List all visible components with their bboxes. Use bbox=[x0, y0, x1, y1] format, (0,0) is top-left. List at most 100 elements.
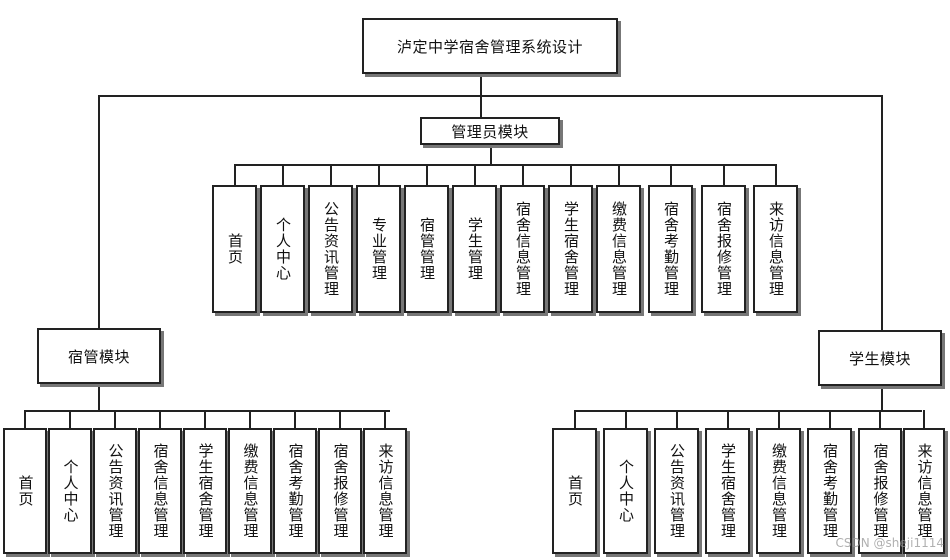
admin-item: 宿舍信息管理 bbox=[500, 185, 545, 313]
connector-line bbox=[69, 410, 71, 428]
connector-line bbox=[281, 164, 284, 185]
root-title: 泸定中学宿舍管理系统设计 bbox=[396, 37, 583, 56]
connector-line bbox=[480, 95, 482, 117]
admin-item: 宿管管理 bbox=[404, 185, 449, 313]
dorm-module-box: 宿管模块 bbox=[37, 328, 161, 384]
connector-line bbox=[294, 410, 296, 428]
student-item: 个人中心 bbox=[603, 428, 648, 554]
student-item: 缴费信息管理 bbox=[756, 428, 801, 554]
connector-line bbox=[675, 410, 678, 428]
connector-line bbox=[923, 410, 925, 428]
student-module-box: 学生模块 bbox=[818, 330, 942, 386]
connector-line bbox=[777, 410, 780, 428]
item-label: 首页 bbox=[566, 475, 584, 507]
item-label: 公告资讯管理 bbox=[322, 201, 340, 297]
connector-line bbox=[881, 95, 883, 330]
connector-line bbox=[233, 164, 236, 185]
item-label: 学生宿舍管理 bbox=[196, 443, 215, 539]
connector-line bbox=[114, 410, 116, 428]
connector-line bbox=[235, 164, 776, 166]
connector-line bbox=[329, 164, 332, 185]
item-label: 宿舍信息管理 bbox=[151, 443, 170, 539]
item-label: 宿舍信息管理 bbox=[514, 201, 532, 297]
student-item: 首页 bbox=[552, 428, 597, 554]
admin-item: 宿舍考勤管理 bbox=[648, 185, 693, 313]
item-label: 来访信息管理 bbox=[915, 443, 934, 539]
dorm-item: 来访信息管理 bbox=[363, 428, 407, 554]
dorm-item: 公告资讯管理 bbox=[93, 428, 137, 554]
admin-item: 首页 bbox=[212, 185, 257, 313]
connector-line bbox=[25, 410, 390, 412]
item-label: 公告资讯管理 bbox=[668, 443, 686, 539]
dorm-module-title: 宿管模块 bbox=[67, 347, 130, 366]
connector-line bbox=[575, 410, 922, 412]
item-label: 学生宿舍管理 bbox=[562, 201, 580, 297]
connector-line bbox=[569, 164, 572, 185]
dorm-item: 缴费信息管理 bbox=[228, 428, 272, 554]
item-label: 宿舍报修管理 bbox=[871, 443, 890, 539]
admin-module-box: 管理员模块 bbox=[420, 117, 560, 145]
connector-line bbox=[204, 410, 206, 428]
connector-line bbox=[249, 410, 251, 428]
item-label: 个人中心 bbox=[274, 217, 292, 281]
item-label: 宿管管理 bbox=[418, 217, 436, 281]
connector-line bbox=[521, 164, 524, 185]
item-label: 缴费信息管理 bbox=[770, 443, 788, 539]
connector-line bbox=[669, 164, 672, 185]
connector-line bbox=[98, 95, 882, 97]
admin-item: 宿舍报修管理 bbox=[701, 185, 746, 313]
dorm-item: 首页 bbox=[3, 428, 47, 554]
admin-item: 来访信息管理 bbox=[753, 185, 798, 313]
watermark-text: CSDN @sheji1114 bbox=[835, 536, 944, 550]
item-label: 缴费信息管理 bbox=[241, 443, 260, 539]
student-module-title: 学生模块 bbox=[848, 349, 911, 368]
dorm-item: 学生宿舍管理 bbox=[183, 428, 227, 554]
connector-line bbox=[339, 410, 341, 428]
connector-line bbox=[828, 410, 831, 428]
item-label: 缴费信息管理 bbox=[610, 201, 628, 297]
connector-line bbox=[490, 145, 492, 165]
item-label: 学生管理 bbox=[466, 217, 484, 281]
item-label: 个人中心 bbox=[61, 459, 80, 523]
item-label: 来访信息管理 bbox=[767, 201, 785, 297]
connector-line bbox=[879, 410, 881, 428]
item-label: 公告资讯管理 bbox=[106, 443, 125, 539]
connector-line bbox=[624, 410, 627, 428]
student-item: 公告资讯管理 bbox=[654, 428, 699, 554]
student-item: 学生宿舍管理 bbox=[705, 428, 750, 554]
connector-line bbox=[726, 410, 729, 428]
item-label: 宿舍考勤管理 bbox=[821, 443, 839, 539]
admin-item: 学生管理 bbox=[452, 185, 497, 313]
connector-line bbox=[425, 164, 428, 185]
connector-line bbox=[480, 74, 482, 96]
connector-line bbox=[98, 95, 100, 328]
connector-line bbox=[24, 410, 26, 428]
item-label: 宿舍考勤管理 bbox=[286, 443, 305, 539]
dorm-item: 宿舍信息管理 bbox=[138, 428, 182, 554]
student-item: 来访信息管理 bbox=[903, 428, 945, 554]
item-label: 宿舍考勤管理 bbox=[662, 201, 680, 297]
dorm-item: 宿舍报修管理 bbox=[318, 428, 362, 554]
student-item: 宿舍报修管理 bbox=[858, 428, 902, 554]
connector-line bbox=[617, 164, 620, 185]
item-label: 专业管理 bbox=[370, 217, 388, 281]
item-label: 宿舍报修管理 bbox=[331, 443, 350, 539]
connector-line bbox=[384, 410, 386, 428]
dorm-item: 个人中心 bbox=[48, 428, 92, 554]
admin-item: 专业管理 bbox=[356, 185, 401, 313]
admin-module-title: 管理员模块 bbox=[451, 122, 529, 141]
item-label: 个人中心 bbox=[617, 459, 635, 523]
admin-item: 学生宿舍管理 bbox=[548, 185, 593, 313]
connector-line bbox=[881, 387, 883, 411]
connector-line bbox=[774, 164, 777, 185]
connector-line bbox=[722, 164, 725, 185]
admin-item: 缴费信息管理 bbox=[596, 185, 641, 313]
item-label: 来访信息管理 bbox=[376, 443, 395, 539]
connector-line bbox=[159, 410, 161, 428]
connector-line bbox=[573, 410, 576, 428]
connector-line bbox=[377, 164, 380, 185]
admin-item: 个人中心 bbox=[260, 185, 305, 313]
dorm-item: 宿舍考勤管理 bbox=[273, 428, 317, 554]
item-label: 宿舍报修管理 bbox=[715, 201, 733, 297]
